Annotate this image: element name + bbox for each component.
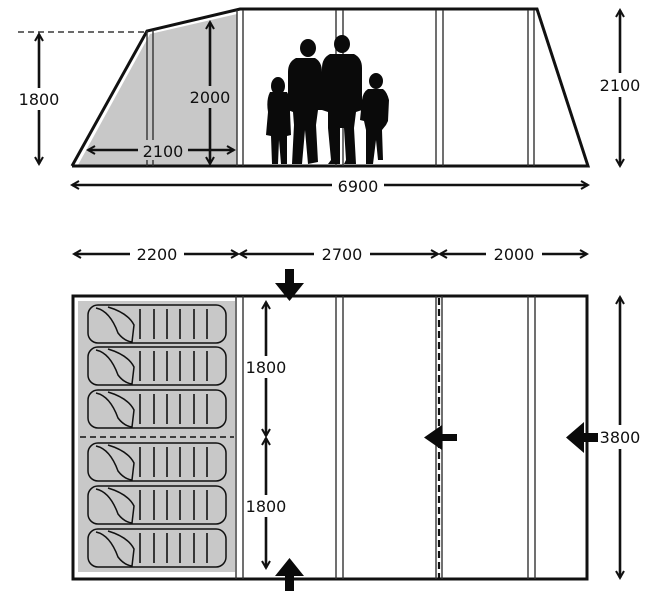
bedroom-shading [78, 14, 237, 165]
entrance-arrow-up-icon [275, 558, 304, 591]
bedroom-depth-label: 2100 [143, 142, 184, 161]
sleeping-bag-icon [87, 528, 227, 568]
family-silhouettes [266, 35, 389, 164]
tent-side-outline [70, 7, 591, 168]
front-door-arrow-left-icon [566, 422, 598, 453]
bedroom-2-height-label: 1800 [246, 497, 287, 516]
girl-silhouette-icon [266, 77, 291, 164]
total-length-label: 6900 [338, 177, 379, 196]
sleeping-bag-icon [87, 389, 227, 429]
boy-silhouette-icon [360, 73, 389, 164]
section-1-width-label: 2200 [137, 245, 178, 264]
sleeping-bag-icon [87, 304, 227, 344]
section-3-width-label: 2000 [494, 245, 535, 264]
bedroom-1-height-label: 1800 [246, 358, 287, 377]
woman-silhouette-icon [288, 39, 322, 164]
sleeping-bags [87, 304, 227, 568]
divider-door-arrow-left-icon [424, 425, 457, 450]
sleeping-bag-icon [87, 442, 227, 482]
floor-poles [235, 296, 536, 579]
section-2-width-label: 2700 [322, 245, 363, 264]
main-height-label: 2100 [600, 76, 641, 95]
man-silhouette-icon [322, 35, 362, 164]
annex-peak-height-label: 1800 [19, 90, 60, 109]
sleeping-bag-icon [87, 346, 227, 386]
bedroom-height-label: 2000 [190, 88, 231, 107]
entrance-arrow-down-icon [275, 269, 304, 301]
sleeping-bag-icon [87, 485, 227, 525]
side-view: 1800 2000 2100 2100 6900 [16, 7, 644, 196]
floor-plan: 2200 2700 2000 [71, 243, 642, 591]
total-depth-label: 3800 [600, 428, 641, 447]
